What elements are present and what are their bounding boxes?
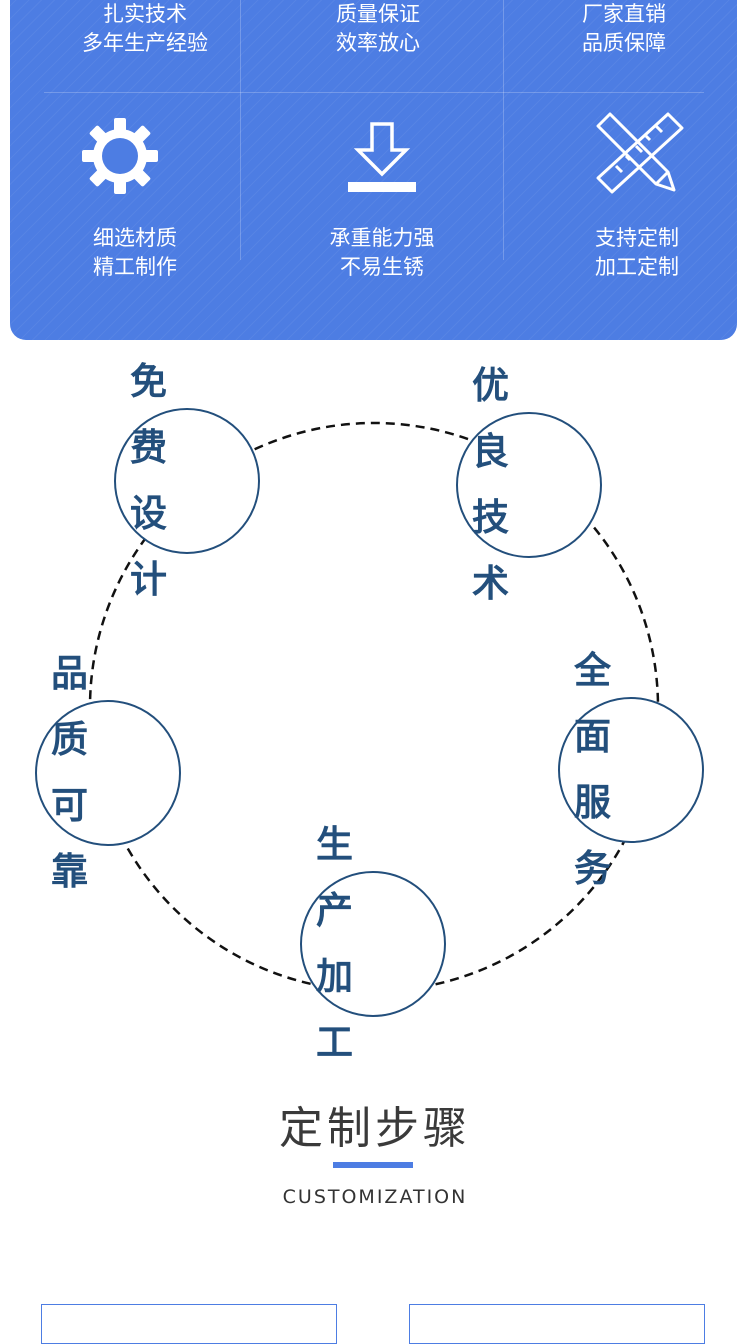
step-label: 服 务 [574, 781, 625, 890]
feature-title: 质量保证 [336, 2, 420, 26]
step-label: 设 计 [130, 492, 181, 601]
step-label: 全 面 [574, 649, 625, 758]
step-label: 免 费 [130, 360, 181, 469]
feature-title: 厂家直销 [582, 2, 666, 26]
title-underline [333, 1162, 413, 1168]
step-technique: 优 良 技 术 [456, 364, 602, 605]
feature-subtitle: 精工制作 [93, 255, 177, 279]
section-title: 定制步骤 [279, 1103, 471, 1154]
process-cycle-diagram: 免 费 设 计 优 良 技 术 全 面 服 务 生 产 加 工 品 质 可 靠 [0, 360, 750, 1064]
divider [44, 92, 704, 93]
feature-load: 承重能力强 不易生锈 [267, 224, 497, 282]
step-free-design: 免 费 设 计 [114, 360, 260, 601]
pencil-ruler-icon [596, 112, 684, 194]
step-label: 可 靠 [51, 784, 102, 893]
feature-title: 细选材质 [93, 226, 177, 250]
feature-subtitle: 效率放心 [336, 31, 420, 55]
step-label: 生 产 [316, 823, 367, 932]
step-label: 优 良 [472, 364, 523, 473]
divider [240, 0, 241, 260]
feature-material: 细选材质 精工制作 [20, 224, 250, 282]
step-label: 技 术 [472, 496, 523, 605]
feature-title: 承重能力强 [329, 226, 435, 250]
step-label: 加 工 [316, 955, 367, 1064]
step-service: 全 面 服 务 [558, 649, 704, 890]
divider [503, 0, 504, 260]
step-card [41, 1304, 337, 1344]
download-arrow-icon [348, 122, 416, 192]
feature-title: 扎实技术 [103, 2, 187, 26]
step-production: 生 产 加 工 [300, 823, 446, 1064]
feature-subtitle: 加工定制 [595, 255, 679, 279]
feature-subtitle: 多年生产经验 [82, 31, 208, 55]
feature-custom: 支持定制 加工定制 [522, 224, 750, 282]
features-panel: 扎实技术 多年生产经验 质量保证 效率放心 厂家直销 品质保障 [10, 0, 737, 340]
step-card [409, 1304, 705, 1344]
feature-technique: 扎实技术 多年生产经验 [30, 0, 260, 58]
gear-icon [82, 118, 158, 194]
step-label: 品 质 [51, 652, 102, 761]
feature-quality: 质量保证 效率放心 [263, 0, 493, 58]
feature-subtitle: 品质保障 [582, 31, 666, 55]
feature-direct-sale: 厂家直销 品质保障 [509, 0, 739, 58]
step-quality: 品 质 可 靠 [35, 652, 181, 893]
feature-subtitle: 不易生锈 [340, 255, 424, 279]
section-subtitle: CUSTOMIZATION [282, 1186, 468, 1208]
feature-title: 支持定制 [595, 226, 679, 250]
